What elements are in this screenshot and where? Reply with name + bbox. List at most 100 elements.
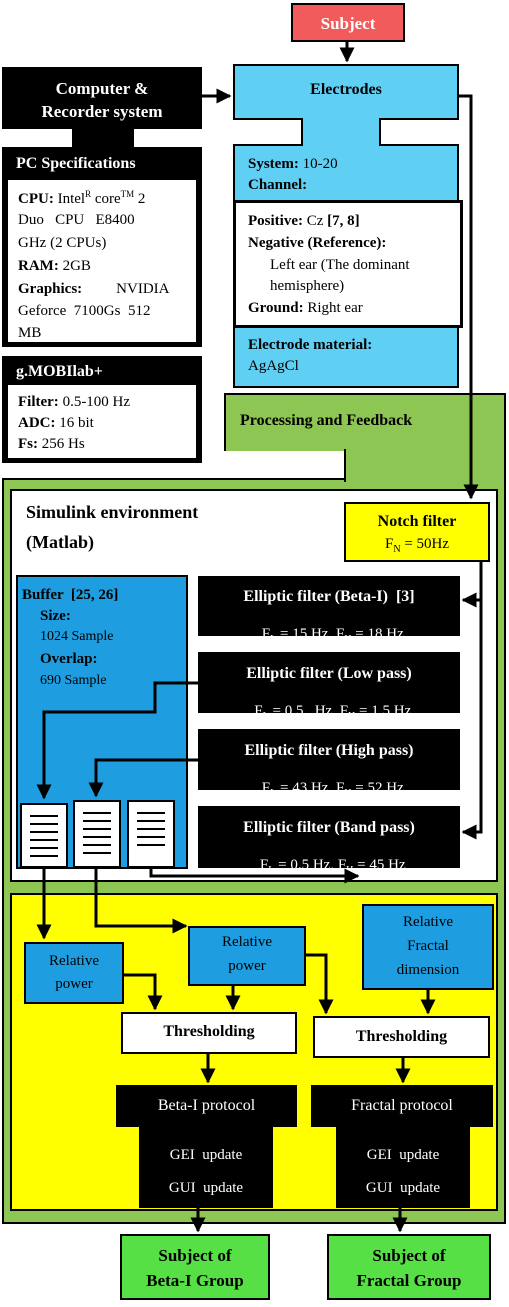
fs-line: Fs: 256 Hs: [18, 436, 85, 452]
arrow-lowpass-to-stack1: [36, 681, 198, 800]
filter-beta-title: Elliptic filter (Beta-I) [3]: [243, 588, 415, 605]
buffer-size-label: Size:: [40, 608, 71, 624]
cpu-line2: Duo CPU E8400: [18, 212, 135, 228]
wire-notch-bus: [461, 562, 483, 840]
filter-lowpass-box: [198, 652, 460, 713]
thresholding-1-label: Thresholding: [163, 1023, 255, 1040]
beta-protocol-body: [139, 1125, 273, 1208]
thresholding-box-2: [313, 1016, 490, 1058]
beta-protocol-title: Beta-I protocol: [157, 1097, 256, 1114]
filter-beta-box: [198, 576, 460, 636]
ram-line: RAM: 2GB: [18, 258, 91, 274]
relative-power-box-1: [24, 942, 124, 1004]
computer-title-line2: Recorder system: [41, 102, 163, 121]
cpu-line3: GHz (2 CPUs): [18, 235, 107, 251]
material-value: AgAgCl: [248, 358, 299, 374]
processing-title: Processing and Feedback: [240, 412, 413, 429]
computer-recorder-box: [2, 67, 202, 129]
processing-neck: [344, 449, 506, 482]
subject-beta-line1: Subject of: [158, 1246, 232, 1265]
notch-filter-box: [344, 502, 490, 562]
system-line: System: 10-20: [248, 156, 338, 172]
buffer-size-value: 1024 Sample: [40, 629, 114, 644]
subject-fractal-box: [327, 1234, 491, 1300]
negative-line2: hemisphere): [270, 278, 345, 294]
notch-filter-title: Notch filter: [377, 513, 457, 530]
filter-highpass-freq: FL = 43 Hz, FH = 52 Hz: [261, 780, 404, 799]
electrodes-connector: [301, 118, 381, 146]
electrodes-body-mask: [303, 143, 379, 147]
positive-line: Positive: Cz [7, 8]: [248, 213, 360, 229]
fractal-protocol-title: Fractal protocol: [351, 1097, 453, 1114]
buffer-overlap-label: Overlap:: [40, 651, 98, 667]
channel-box: [233, 200, 463, 328]
subject-box: Subject: [291, 3, 405, 42]
pc-spec-body: [8, 180, 196, 342]
simulink-line2: (Matlab): [26, 532, 94, 552]
fractal-dimension-line1: Relative: [403, 914, 453, 930]
filter-highpass-title: Elliptic filter (High pass): [244, 742, 414, 759]
mobilab-body: [8, 385, 196, 458]
fractal-dimension-box: [362, 904, 494, 990]
graphics-line1: Graphics:NVIDIA: [18, 281, 170, 297]
buffer-stack-icon-2: [73, 800, 121, 868]
pc-spec-title: PC Specifications: [16, 155, 136, 172]
relative-power-2-line1: Relative: [222, 934, 272, 950]
fractal-dimension-line2: Fractal: [407, 938, 449, 954]
thresholding-box-1: [121, 1012, 297, 1054]
fractal-gui-update: GUI update: [365, 1180, 441, 1196]
arrow-relpower2-to-thresh2: [306, 953, 334, 1015]
fractal-protocol-body: [336, 1125, 470, 1208]
ground-line: Ground: Right ear: [248, 300, 363, 316]
fractal-gei-update: GEI update: [366, 1147, 440, 1163]
filter-highpass-box: [198, 729, 460, 790]
adc-line: ADC: 16 bit: [18, 415, 94, 431]
filter-line: Filter: 0.5-100 Hz: [18, 394, 131, 410]
negative-line1: Left ear (The dominant: [270, 257, 410, 273]
computer-connector: [72, 128, 134, 148]
processing-header: [224, 393, 506, 451]
arrow-stack2-to-relpower2: [94, 868, 188, 934]
subject-beta-line2: Beta-I Group: [146, 1271, 244, 1290]
thresholding-2-label: Thresholding: [355, 1028, 448, 1045]
electrodes-title: Electrodes: [310, 81, 382, 98]
beta-gui-update: GUI update: [168, 1180, 244, 1196]
buffer-stack-icon-3: [127, 800, 175, 868]
negative-label: Negative (Reference):: [248, 235, 387, 251]
mobilab-title: g.MOBIlab+: [16, 363, 103, 380]
buffer-stack-icon-1: [20, 803, 68, 868]
buffer-overlap-value: 690 Sample: [40, 673, 107, 688]
arrow-relpower1-to-thresh1: [124, 973, 163, 1011]
material-label: Electrode material:: [248, 337, 373, 353]
relative-power-1-line1: Relative: [49, 953, 99, 969]
buffer-title: Buffer [25, 26]: [22, 587, 119, 603]
channel-label: Channel:: [248, 177, 308, 193]
relative-power-1-line2: power: [55, 976, 93, 992]
graphics-line2: Geforce 7100Gs 512: [18, 303, 151, 319]
filter-beta-freq: FL = 15 Hz, FH = 18 Hz: [261, 626, 404, 645]
graphics-line3: MB: [18, 325, 42, 341]
fractal-protocol-header: [311, 1085, 493, 1127]
beta-protocol-header: [116, 1085, 297, 1127]
notch-filter-freq: FN = 50Hz: [384, 536, 450, 555]
filter-lowpass-freq: FL = 0.5 Hz, FH = 1.5 Hz: [254, 703, 412, 722]
filter-lowpass-title: Elliptic filter (Low pass): [246, 665, 412, 682]
arrow-electrodes-to-notch: [459, 94, 479, 500]
filter-bandpass-box: [198, 806, 460, 868]
arrow-stack3-to-fractal: [149, 868, 360, 884]
relative-power-box-2: [188, 926, 306, 986]
subject-beta-box: [120, 1234, 270, 1300]
subject-fractal-line1: Subject of: [372, 1246, 446, 1265]
subject-label: Subject: [320, 14, 376, 33]
fractal-dimension-line3: dimension: [396, 962, 460, 978]
subject-fractal-line2: Fractal Group: [356, 1271, 462, 1290]
beta-gei-update: GEI update: [169, 1147, 243, 1163]
simulink-line1: Simulink environment: [26, 502, 199, 522]
arrow-highpass-to-stack2: [88, 758, 198, 798]
computer-title-line1: Computer &: [55, 79, 149, 98]
filter-bandpass-title: Elliptic filter (Band pass): [243, 819, 415, 836]
cpu-line1: CPU: IntelR coreTM 2: [18, 189, 146, 207]
relative-power-2-line2: power: [228, 958, 266, 974]
